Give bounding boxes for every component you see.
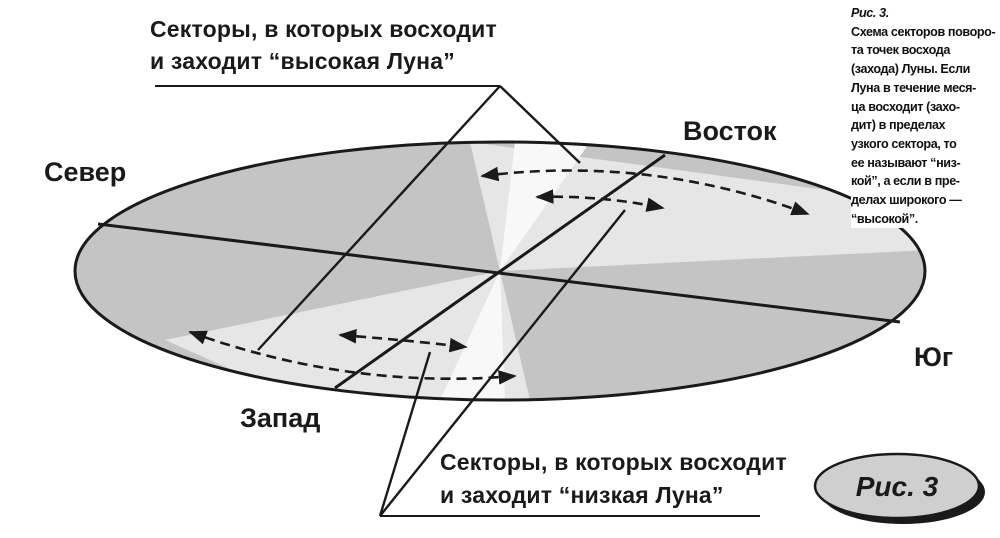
figure-caption-line: узкого сектора, то [851,136,957,151]
high-moon-leader-west [257,85,501,351]
low-moon-arc-east [535,189,665,212]
figure-caption: Рис. 3. Схема секторов поворо- та точек … [851,4,997,229]
high-moon-callout-line-1: Секторы, в которых восходит [150,16,497,42]
low-moon-callout-line-2: и заходит “низкая Луна” [440,482,724,508]
south-label: Юг [914,342,953,372]
figure-caption-line: ца восходит (захо- [851,99,960,114]
figure-caption-line: делах широкого — [851,193,962,208]
high-moon-leader-east [499,85,581,164]
figure-caption-line: (захода) Луны. Если [851,62,970,77]
figure-caption-line: кой”, а если в пре- [851,174,960,189]
high-moon-arc-west [188,330,517,385]
figure-caption-line: “высокой”. [851,211,918,226]
figure-caption-label: Рис. 3. [851,6,889,20]
low-moon-arc-west [338,328,468,353]
low-moon-leader-east [379,209,626,517]
figure-badge [813,452,981,520]
west-label: Запад [240,403,320,433]
figure-caption-line: та точек восхода [851,43,950,58]
low-moon-callout-line-1: Секторы, в которых восходит [440,449,787,475]
horizon-plate-outline [73,140,927,402]
low-moon-leader-west [378,351,432,517]
figure-caption-line: Схема секторов поворо- [851,24,996,39]
high-moon-arc-east [480,166,810,216]
figure-caption-line: дит) в пределах [851,118,946,133]
high-moon-callout-line-2: и заходит “высокая Луна” [150,48,455,74]
figure-badge-text: Рис. 3 [856,471,939,502]
north-label: Север [44,157,126,187]
figure-caption-line: ее называют “низ- [851,155,961,170]
figure-caption-line: Луна в течение меся- [851,80,976,95]
east-label: Восток [683,116,777,146]
